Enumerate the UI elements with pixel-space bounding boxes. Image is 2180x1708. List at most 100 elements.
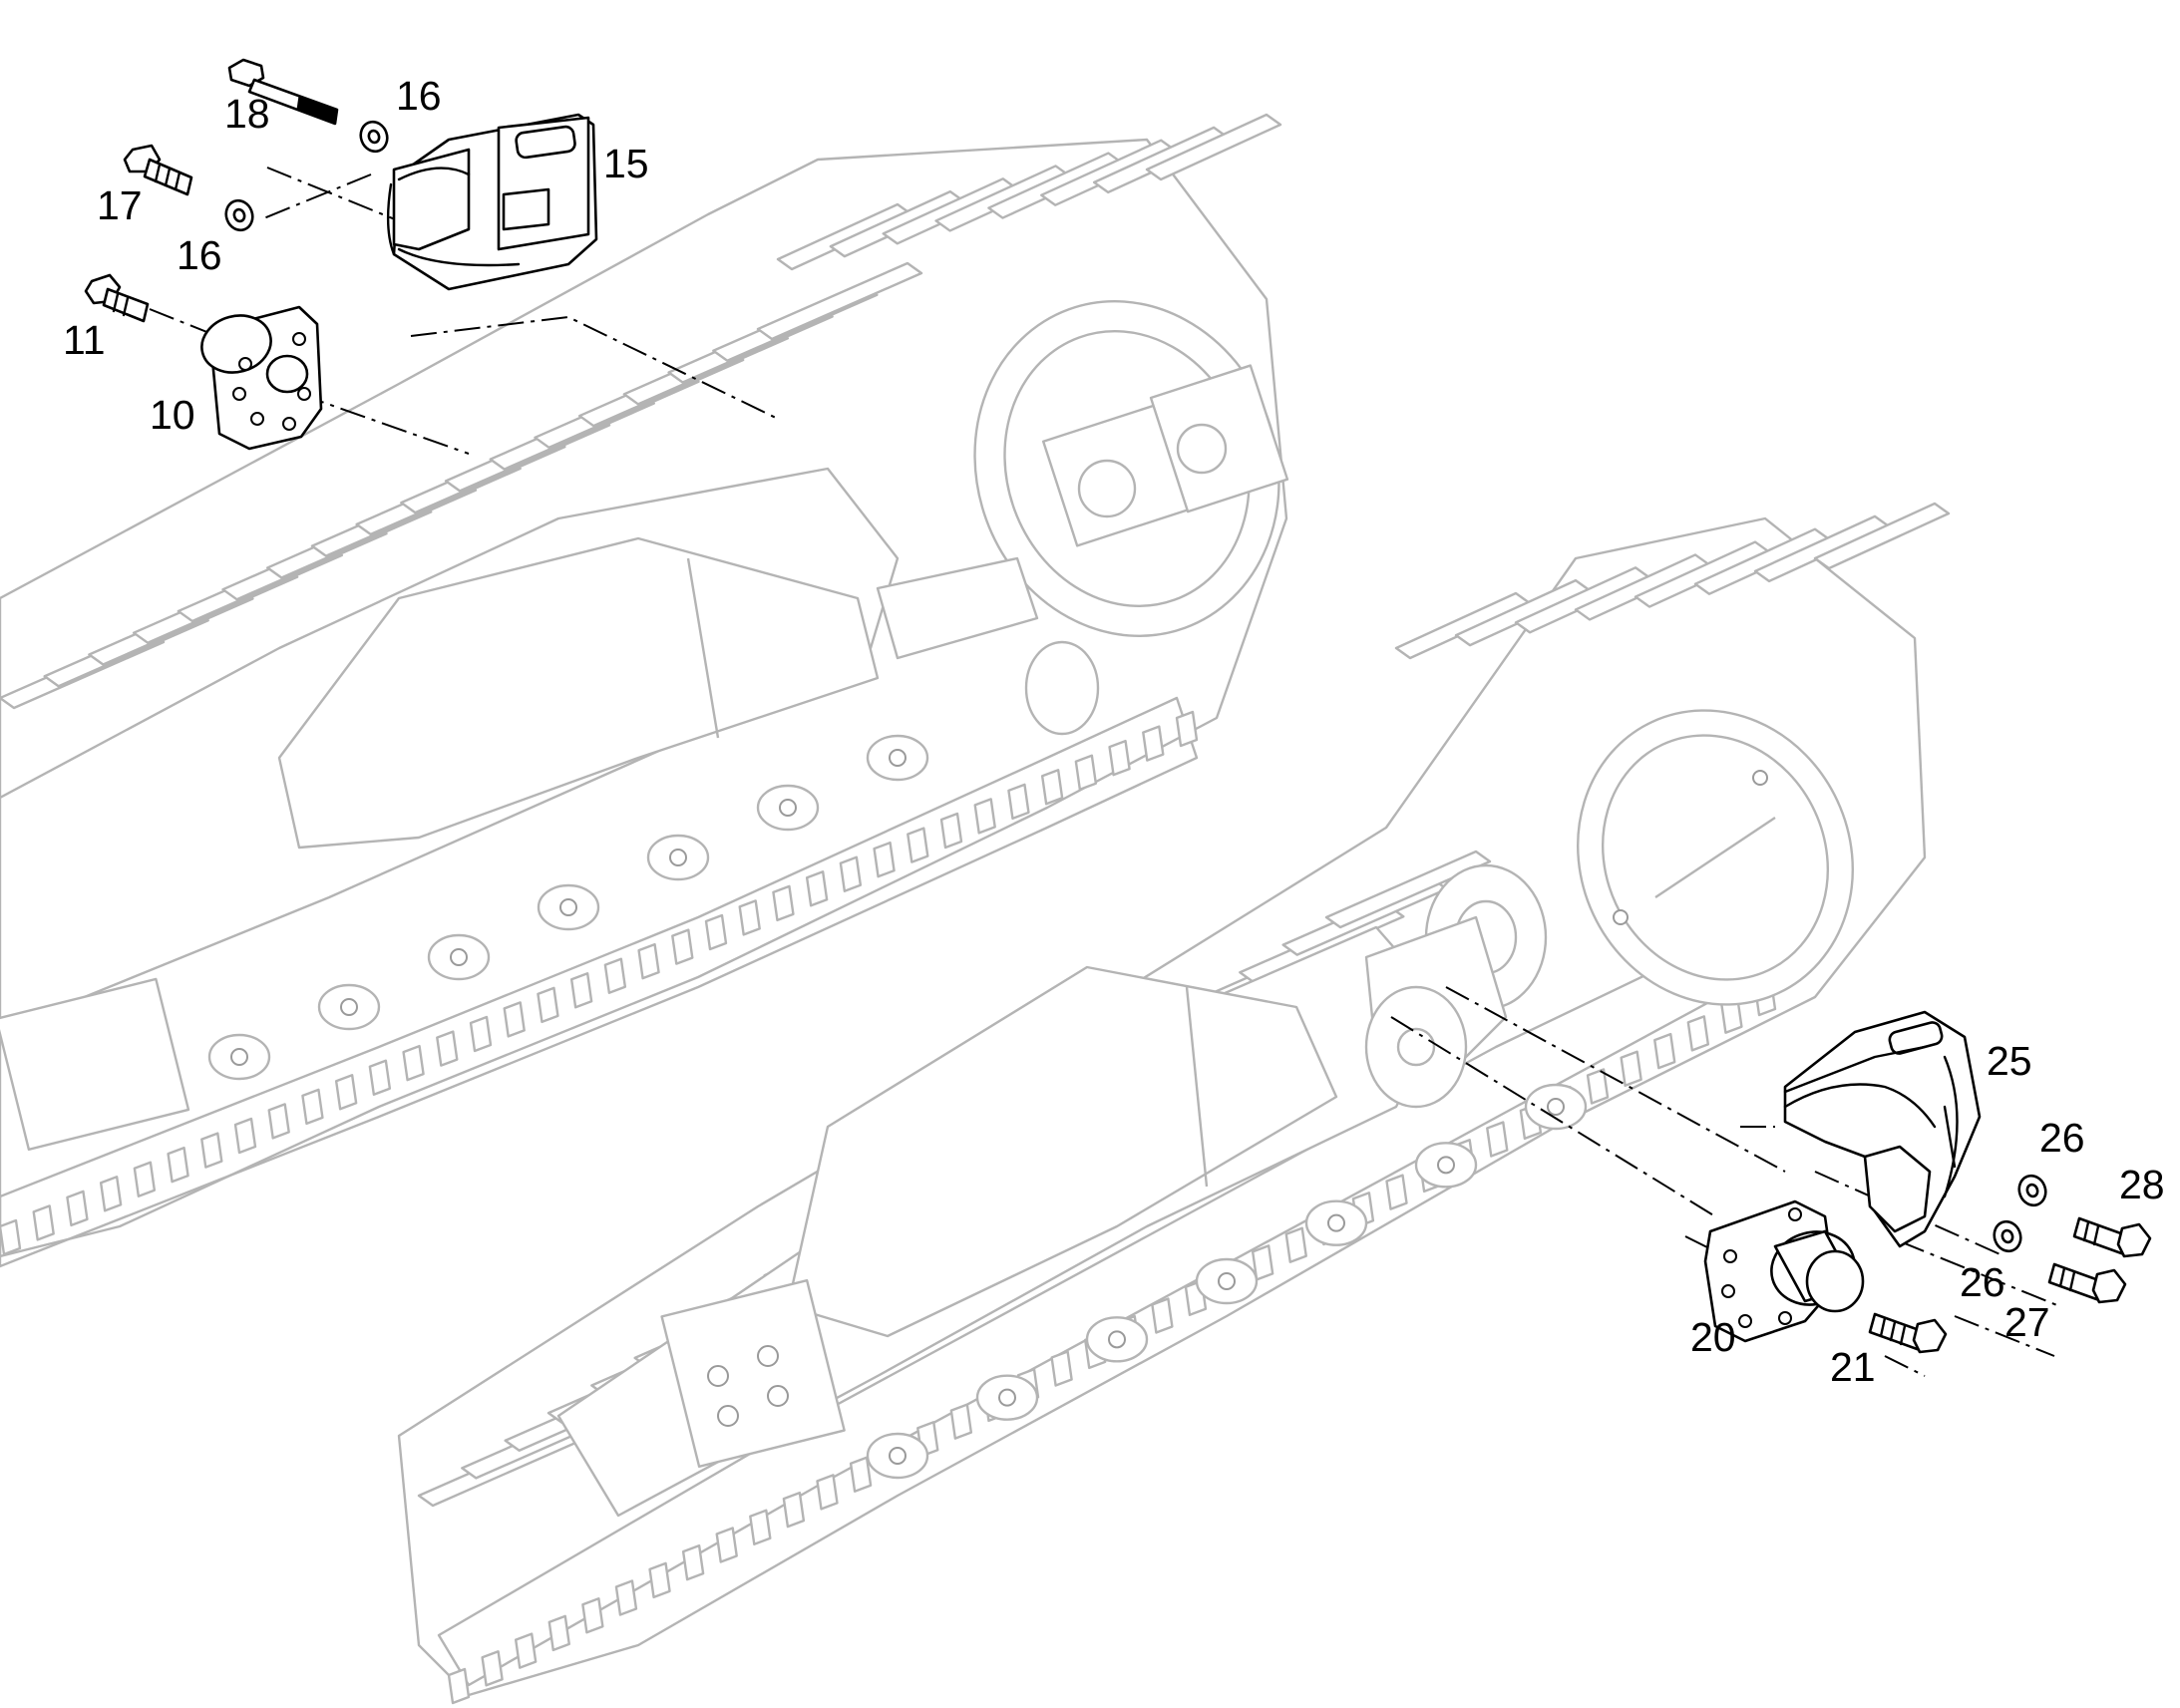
- track-grouser: [233, 1117, 257, 1155]
- callout-28: 28: [2119, 1162, 2165, 1207]
- roller-hub: [1437, 1156, 1455, 1175]
- track-shoe: [1324, 850, 1492, 929]
- callout-labels: 18 16 15 17 16 11 10 25 26 28 26 27 20 2…: [63, 73, 2165, 1390]
- bolt-21: [1868, 1312, 1948, 1354]
- track-grouser: [637, 942, 660, 980]
- washer-16-upper: [359, 120, 389, 154]
- track-grouser: [873, 841, 896, 878]
- track-grouser: [1074, 754, 1098, 791]
- track-grouser: [0, 1218, 22, 1256]
- roller-hub: [779, 799, 797, 817]
- track-grouser: [267, 1103, 290, 1140]
- track-grouser: [1142, 725, 1165, 762]
- track-grouser: [569, 972, 593, 1009]
- callout-17: 17: [97, 182, 143, 228]
- track-grouser: [1653, 1032, 1676, 1070]
- callout-27: 27: [2004, 1299, 2050, 1345]
- callout-18: 18: [224, 91, 270, 137]
- track-grouser: [99, 1176, 123, 1212]
- callout-16-upper: 16: [396, 73, 442, 119]
- washer-26-lower: [1993, 1219, 2022, 1253]
- roller-hub: [1547, 1098, 1565, 1116]
- track-grouser: [973, 798, 996, 835]
- track-grouser: [671, 928, 694, 965]
- track-grouser: [704, 913, 728, 951]
- track-grouser: [614, 1579, 638, 1616]
- roller-hub: [450, 948, 468, 966]
- callout-16-lower: 16: [177, 232, 222, 278]
- track-grouser: [537, 986, 559, 1024]
- roller-hub: [1218, 1272, 1236, 1290]
- track-grouser: [402, 1044, 425, 1082]
- track-grouser: [1284, 1226, 1307, 1263]
- roller-hub: [340, 998, 358, 1016]
- track-grouser: [66, 1190, 89, 1227]
- track-grouser: [1251, 1244, 1274, 1281]
- track-grouser: [1175, 710, 1199, 748]
- bracket-25: [1783, 1010, 1982, 1248]
- washer-16-lower: [224, 198, 254, 232]
- track-grouser: [436, 1030, 459, 1067]
- pin-10: [200, 305, 323, 451]
- track-grouser: [1486, 1121, 1509, 1158]
- track-grouser: [603, 957, 627, 994]
- track-grouser: [581, 1597, 604, 1634]
- track-grouser: [715, 1527, 738, 1563]
- track-shoe: [756, 261, 923, 341]
- callout-15: 15: [603, 141, 649, 186]
- track-grouser: [648, 1561, 671, 1599]
- track-shoe: [1145, 113, 1282, 181]
- track-grouser: [368, 1059, 392, 1096]
- track-rollers-left: [207, 734, 929, 1081]
- track-grouser: [469, 1015, 493, 1053]
- track-grouser: [547, 1614, 570, 1652]
- track-grouser: [949, 1403, 973, 1440]
- track-grouser: [1050, 1350, 1073, 1387]
- track-grouser: [907, 827, 929, 863]
- track-grouser: [681, 1543, 705, 1581]
- track-shoe: [1813, 502, 1951, 570]
- roller-hub: [1327, 1213, 1345, 1232]
- track-grouser: [738, 899, 761, 936]
- track-grouser: [1686, 1015, 1710, 1052]
- roller-hub: [998, 1388, 1016, 1407]
- track-grouser: [772, 884, 795, 922]
- track-grouser: [839, 855, 863, 892]
- callout-10: 10: [150, 392, 195, 438]
- bolt-18: [227, 58, 339, 126]
- track-grouser: [1151, 1297, 1174, 1334]
- callout-26-lower: 26: [1960, 1259, 2005, 1305]
- roller-hub: [559, 898, 577, 916]
- track-grouser: [1007, 783, 1030, 821]
- assembly-centerlines: [149, 167, 2060, 1377]
- track-grouser: [167, 1146, 189, 1184]
- bolt-11: [84, 273, 150, 323]
- bracket-15: [386, 113, 598, 291]
- track-rollers-right: [866, 1083, 1588, 1480]
- roller-hub: [889, 749, 907, 767]
- track-grouser: [1040, 769, 1064, 806]
- track-shoes-left: [0, 113, 1282, 710]
- track-grouser: [1385, 1174, 1408, 1210]
- track-grouser: [1620, 1050, 1642, 1087]
- callout-20: 20: [1690, 1314, 1736, 1360]
- roller-hub: [1108, 1330, 1126, 1349]
- track-grouser: [816, 1474, 839, 1511]
- track-grouser: [782, 1491, 806, 1529]
- callout-11: 11: [63, 317, 106, 363]
- track-grouser: [749, 1509, 772, 1545]
- track-grouser: [514, 1632, 538, 1669]
- track-grouser: [849, 1456, 873, 1493]
- roller-hub: [230, 1048, 248, 1066]
- callout-25: 25: [1987, 1038, 2032, 1084]
- track-grouser: [1586, 1068, 1610, 1105]
- callout-21: 21: [1830, 1344, 1876, 1390]
- track-grouser: [447, 1667, 471, 1705]
- crawler-track-left: [0, 113, 1289, 1268]
- pin-20: [1703, 1199, 1865, 1343]
- bolt-28: [2072, 1216, 2152, 1258]
- track-grousers-left: [0, 710, 1199, 1256]
- track-grouser: [133, 1161, 157, 1197]
- track-grouser: [805, 870, 829, 907]
